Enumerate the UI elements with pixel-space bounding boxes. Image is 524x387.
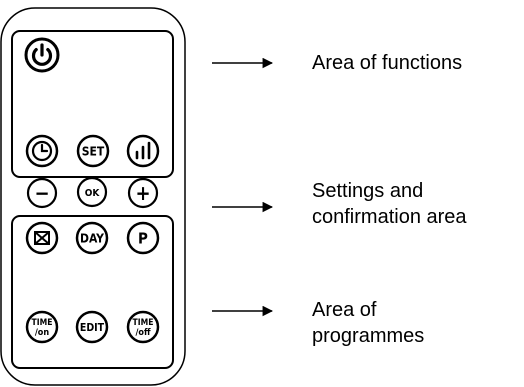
time-off-label-bottom: /off bbox=[135, 328, 151, 338]
set-button-label: SET bbox=[82, 145, 105, 159]
callout-settings-line-1: Settings and bbox=[312, 180, 424, 202]
signal-bars-icon bbox=[135, 141, 151, 160]
day-button[interactable]: DAY bbox=[75, 221, 109, 255]
p-button-label: P bbox=[138, 230, 148, 248]
clock-icon bbox=[31, 140, 53, 162]
callout-settings: Settings and confirmation area bbox=[312, 178, 467, 230]
edit-button[interactable]: EDIT bbox=[75, 310, 109, 344]
callout-settings-line-2: confirmation area bbox=[312, 206, 467, 228]
plus-button-label: + bbox=[135, 181, 150, 205]
time-on-label-bottom: /on bbox=[35, 328, 50, 338]
time-on-label-top: TIME bbox=[32, 318, 53, 328]
ok-button[interactable]: OK bbox=[76, 176, 108, 208]
level-button[interactable] bbox=[126, 134, 160, 168]
time-off-button[interactable]: TIME /off bbox=[126, 310, 160, 344]
ok-button-label: OK bbox=[85, 188, 101, 199]
plus-button[interactable]: + bbox=[127, 177, 159, 209]
callout-functions: Area of functions bbox=[312, 50, 462, 76]
callout-programmes: Area of programmes bbox=[312, 297, 424, 349]
callout-programmes-line-2: programmes bbox=[312, 325, 425, 347]
minus-button[interactable]: − bbox=[26, 177, 58, 209]
power-icon bbox=[31, 43, 53, 66]
edit-button-label: EDIT bbox=[80, 322, 105, 334]
power-button[interactable] bbox=[24, 37, 60, 73]
clock-button[interactable] bbox=[25, 134, 59, 168]
programme-area-panel bbox=[11, 215, 174, 369]
day-button-label: DAY bbox=[80, 232, 104, 246]
p-button[interactable]: P bbox=[126, 221, 160, 255]
time-off-label-top: TIME bbox=[133, 318, 154, 328]
window-button[interactable] bbox=[25, 221, 59, 255]
set-button[interactable]: SET bbox=[76, 134, 110, 168]
callout-programmes-line-1: Area of bbox=[312, 299, 377, 321]
callout-functions-line-1: Area of functions bbox=[312, 52, 463, 74]
time-on-button[interactable]: TIME /on bbox=[25, 310, 59, 344]
minus-button-label: − bbox=[34, 181, 49, 205]
window-icon bbox=[34, 231, 50, 245]
